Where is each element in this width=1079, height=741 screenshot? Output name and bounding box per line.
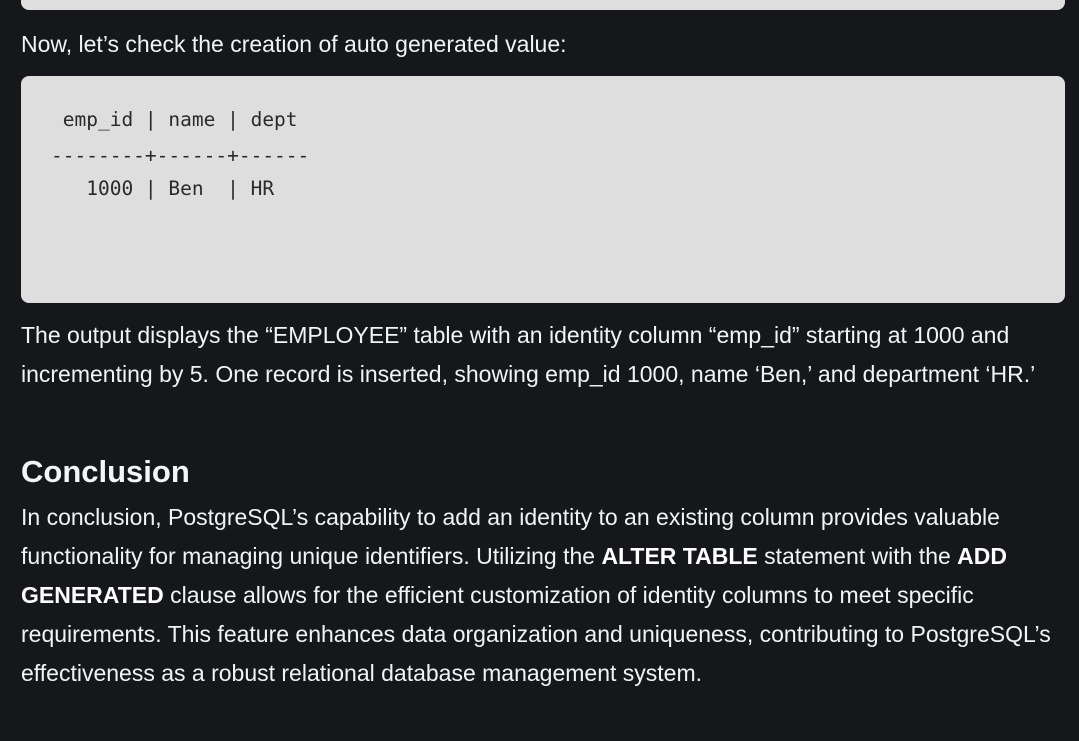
add-generated-keyword: ADD GENERATED — [21, 543, 1008, 608]
previous-code-block — [21, 0, 1065, 10]
conclusion-text-2: statement with the — [757, 543, 958, 569]
intro-text: Now, let’s check the creation of auto ge… — [21, 31, 567, 57]
output-description: The output displays the “EMPLOYEE” table… — [21, 322, 1036, 387]
alter-table-keyword: ALTER TABLE — [601, 543, 758, 569]
code-line-header: emp_id | name | dept — [51, 108, 298, 131]
conclusion-heading: Conclusion — [21, 454, 190, 489]
conclusion-paragraph: In conclusion, PostgreSQL’s capability t… — [21, 498, 1066, 693]
query-output-code-block: emp_id | name | dept --------+------+---… — [21, 76, 1065, 303]
conclusion-text-1: In conclusion, PostgreSQL’s capability t… — [21, 504, 1000, 569]
code-line-separator: --------+------+------ — [51, 144, 310, 167]
code-line-row: 1000 | Ben | HR — [51, 177, 275, 200]
conclusion-text-3: clause allows for the efficient customiz… — [21, 582, 1051, 686]
